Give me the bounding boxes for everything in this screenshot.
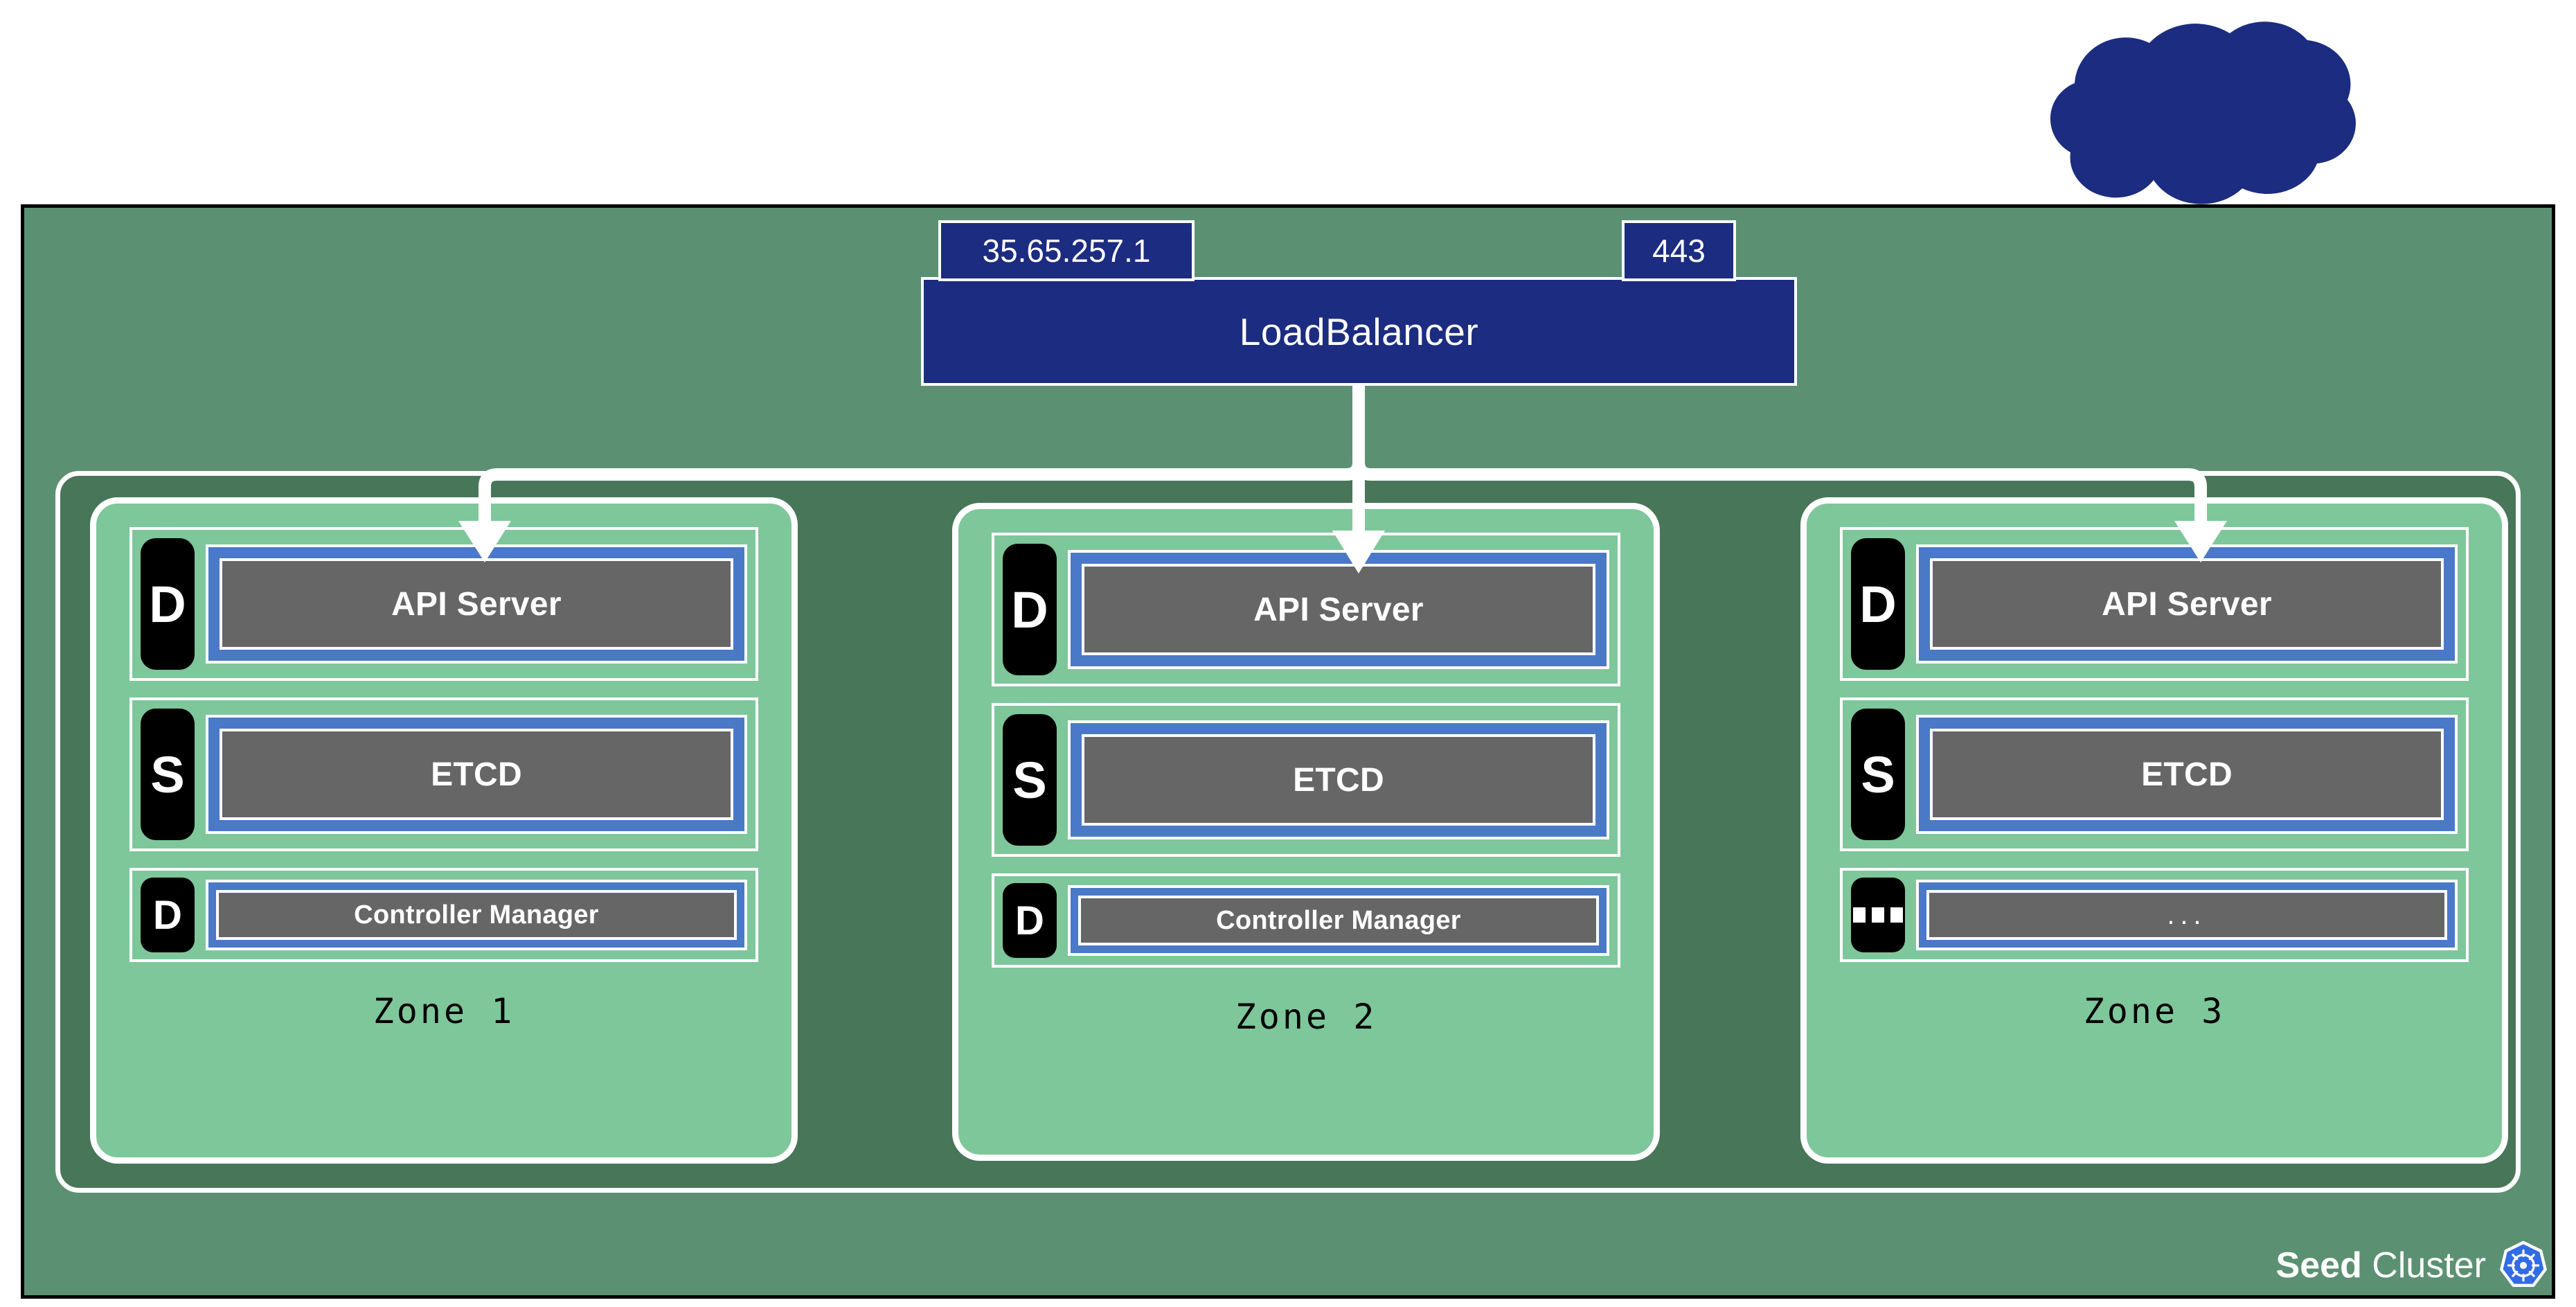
zone-3-components: D API Server S ETCD <box>1807 504 2502 979</box>
component-row[interactable]: D API Server <box>129 527 758 681</box>
component-row[interactable]: D Controller Manager <box>992 873 1620 968</box>
component-shell: Controller Manager <box>206 880 747 950</box>
zone-title: Zone 3 <box>2083 991 2226 1031</box>
seed-cluster-brand-text: Seed Cluster <box>2276 1245 2486 1286</box>
zone-card-1[interactable]: D API Server S ETCD D Controll <box>90 497 798 1164</box>
component-shell: ETCD <box>1068 720 1609 839</box>
brand-bold-word: Seed <box>2275 1245 2362 1286</box>
component-label: Controller Manager <box>216 890 737 940</box>
component-label: API Server <box>1082 564 1595 655</box>
loadbalancer-node[interactable]: LoadBalancer <box>921 277 1797 386</box>
component-shell: ETCD <box>1916 715 2458 834</box>
zone-title: Zone 1 <box>373 991 515 1031</box>
kind-badge-deployment: D <box>1003 883 1057 958</box>
component-shell: Controller Manager <box>1068 885 1609 956</box>
loadbalancer-port-badge: 443 <box>1622 220 1736 281</box>
kind-badge-deployment: D <box>141 538 195 670</box>
component-row[interactable]: D Controller Manager <box>129 868 758 962</box>
component-row[interactable]: S ETCD <box>129 697 758 851</box>
component-row[interactable]: ... <box>1840 868 2469 962</box>
component-row[interactable]: D API Server <box>1840 527 2469 681</box>
zone-title: Zone 2 <box>1235 997 1377 1037</box>
component-label: ETCD <box>1082 734 1595 826</box>
ellipsis-dot <box>1853 907 1866 923</box>
kind-badge-letter: D <box>1011 580 1048 639</box>
component-shell: API Server <box>1916 544 2458 664</box>
component-label: API Server <box>220 558 733 650</box>
cloud-icon <box>2050 21 2356 204</box>
zone-card-2[interactable]: D API Server S ETCD D Controll <box>952 503 1660 1161</box>
kind-badge-letter: D <box>1859 575 1897 633</box>
loadbalancer-label: LoadBalancer <box>1239 310 1479 353</box>
kind-badge-statefulset: S <box>1003 714 1057 846</box>
component-label: ETCD <box>1930 729 2444 820</box>
kind-badge-letter: S <box>1861 745 1895 803</box>
kind-badge-statefulset: S <box>1851 709 1905 840</box>
kubernetes-icon <box>2500 1241 2547 1287</box>
component-label: API Server <box>1930 558 2444 650</box>
component-shell: API Server <box>1068 550 1609 669</box>
ellipsis-dot <box>1872 907 1884 923</box>
component-row[interactable]: S ETCD <box>992 703 1620 857</box>
kind-badge-letter: S <box>1012 751 1047 809</box>
component-shell: API Server <box>206 544 747 664</box>
brand-rest-word: Cluster <box>2361 1245 2486 1286</box>
zone-2-components: D API Server S ETCD D Controll <box>958 509 1654 984</box>
component-shell: ETCD <box>206 715 747 834</box>
component-shell: ... <box>1916 880 2458 950</box>
ellipsis-dot <box>1890 907 1903 923</box>
seed-cluster-brand: Seed Cluster <box>2276 1241 2548 1290</box>
kind-badge-statefulset: S <box>141 709 195 840</box>
loadbalancer-port-text: 443 <box>1652 233 1706 269</box>
loadbalancer-ip-badge: 35.65.257.1 <box>938 220 1195 281</box>
component-label: Controller Manager <box>1078 896 1599 945</box>
loadbalancer-ip-text: 35.65.257.1 <box>982 233 1151 269</box>
kind-badge-letter: S <box>150 745 185 803</box>
zone-card-3[interactable]: D API Server S ETCD <box>1800 497 2508 1164</box>
component-row[interactable]: D API Server <box>992 533 1620 686</box>
kind-badge-deployment: D <box>1003 544 1057 675</box>
kind-badge-ellipsis-icon <box>1851 878 1905 952</box>
kind-badge-letter: D <box>153 892 182 938</box>
kind-badge-deployment: D <box>1851 538 1905 670</box>
kind-badge-letter: D <box>149 575 186 633</box>
component-row[interactable]: S ETCD <box>1840 697 2469 851</box>
component-label: ... <box>1926 890 2447 940</box>
kind-badge-letter: D <box>1015 898 1044 943</box>
zone-1-components: D API Server S ETCD D Controll <box>96 504 791 979</box>
component-label: ETCD <box>220 729 733 820</box>
kind-badge-deployment: D <box>141 878 195 952</box>
